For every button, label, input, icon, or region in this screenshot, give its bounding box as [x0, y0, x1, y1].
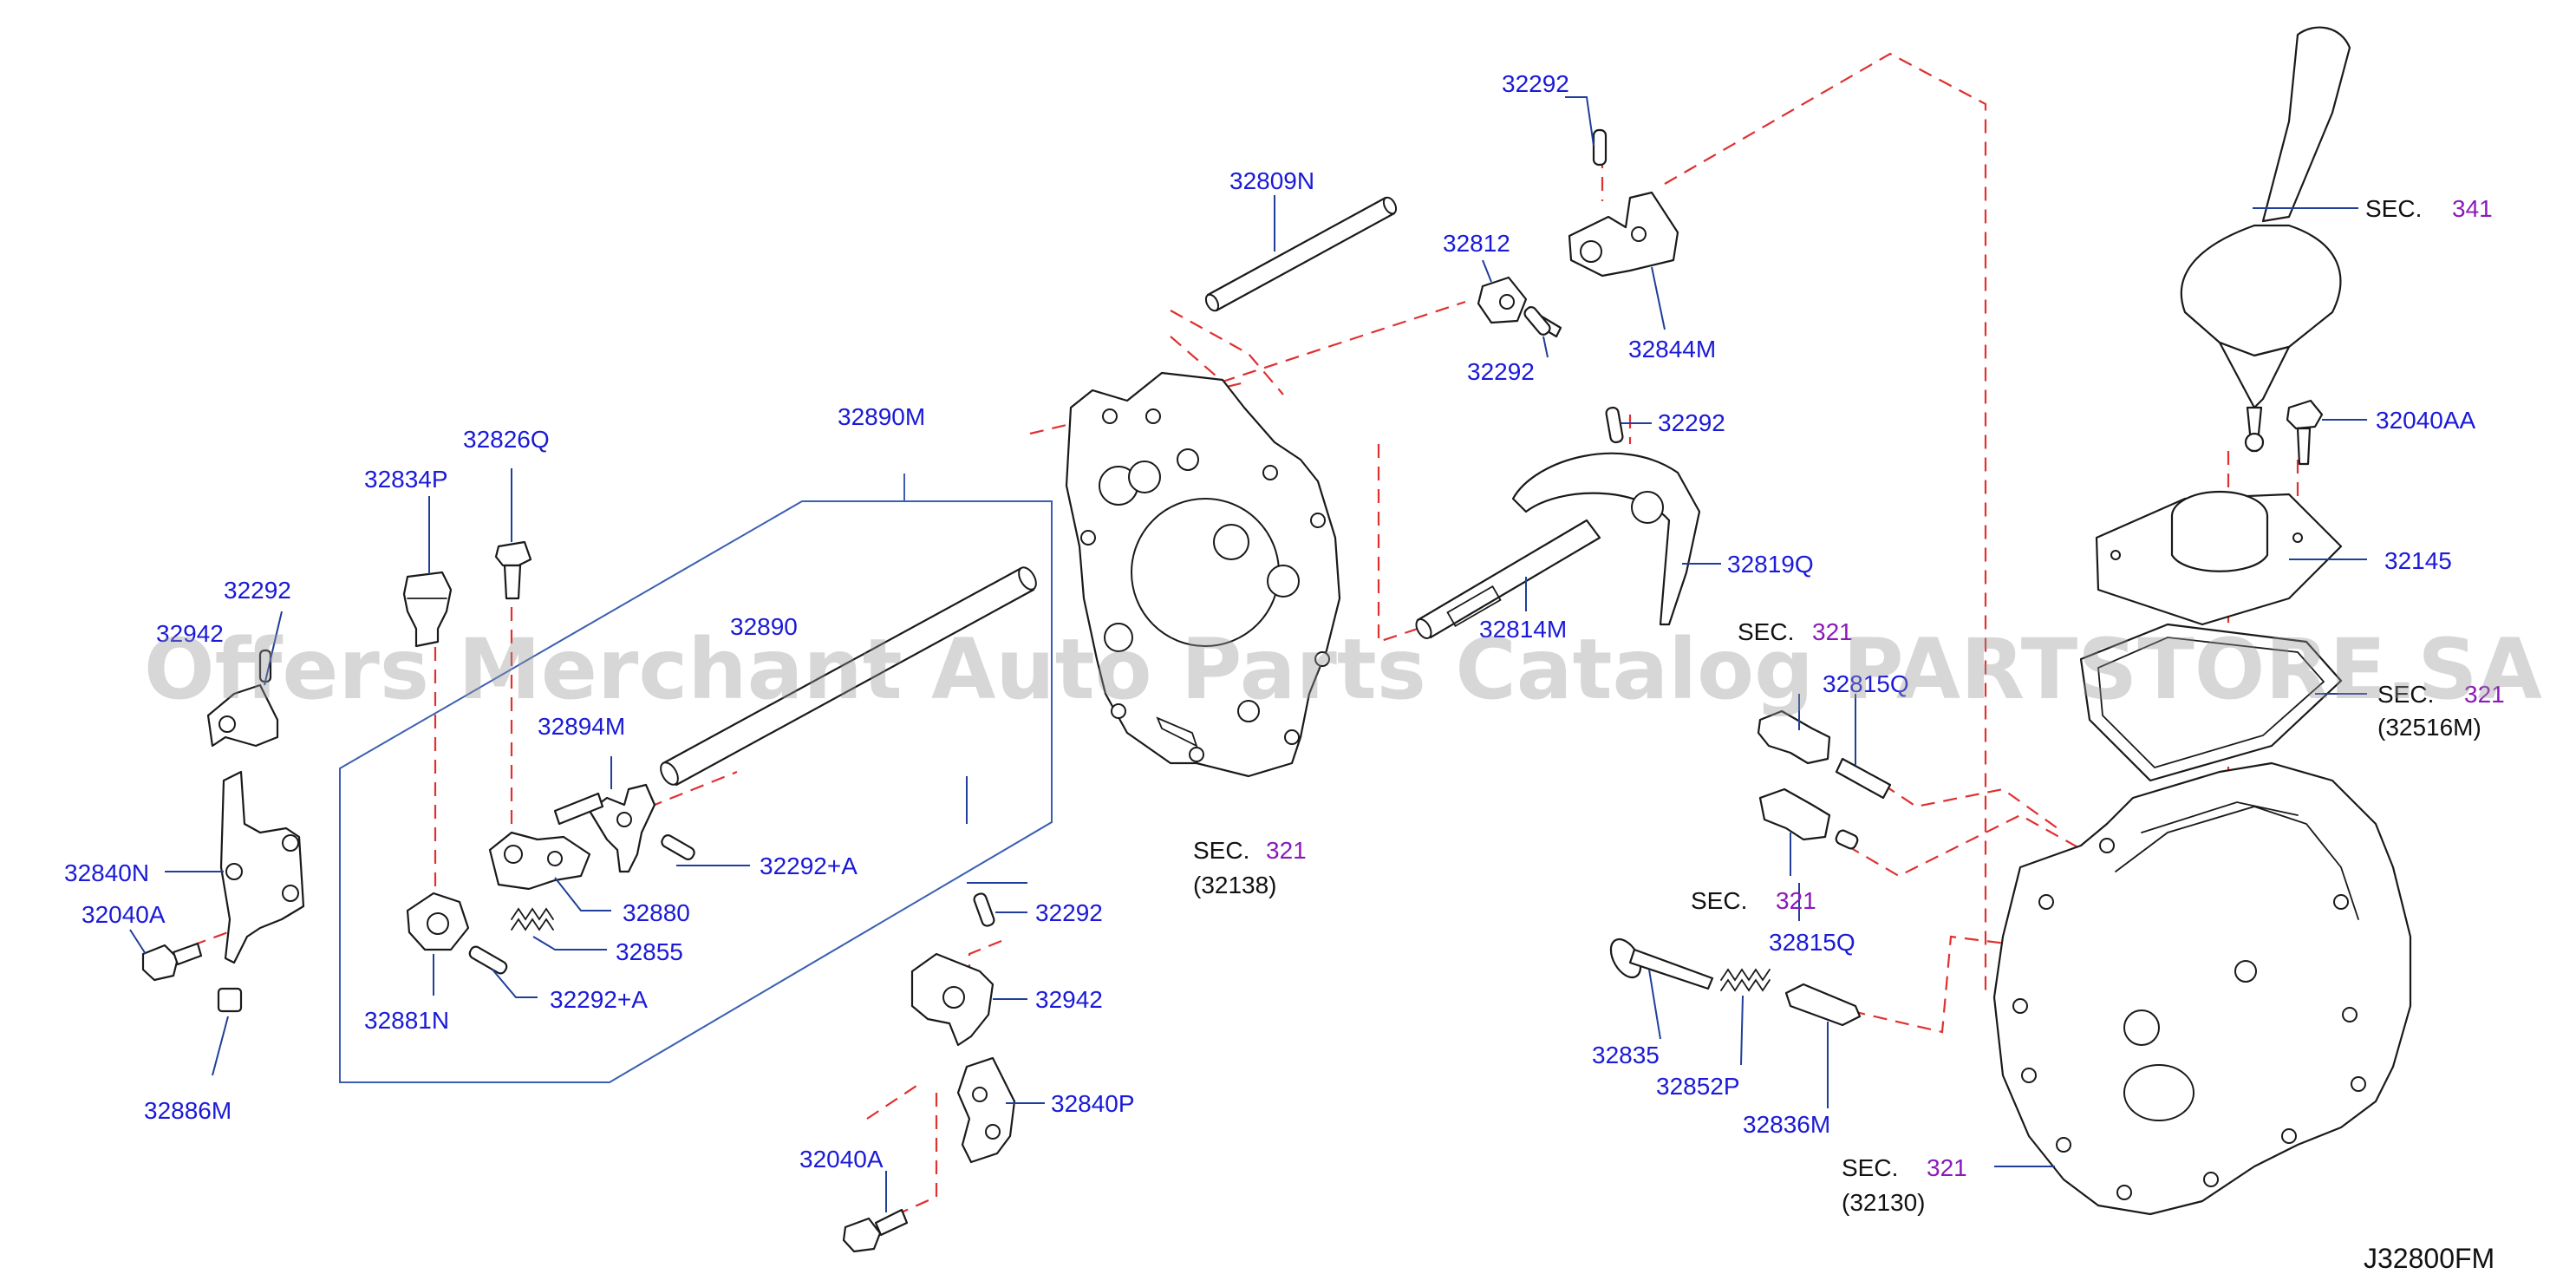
sec-number-321-c: 321: [2464, 681, 2505, 708]
lever-32840n: [219, 770, 305, 964]
label-32881n: 32881N: [364, 1007, 449, 1034]
label-32040a-left: 32040A: [82, 901, 166, 928]
bolt-32040aa: [2286, 399, 2324, 466]
spring-32852p: [1720, 968, 1771, 992]
label-32516m: (32516M): [2377, 714, 2481, 741]
spring-32855: [511, 907, 554, 931]
part-labels: 32292 32809N 32812 32292 32844M 32292 32…: [64, 70, 2481, 1173]
transmission-case-32130: [1992, 761, 2412, 1216]
shift-fork-32819q: [1511, 452, 1701, 626]
group-bracket-32890m: [339, 500, 1053, 1083]
label-32890: 32890: [730, 613, 798, 640]
label-32812: 32812: [1443, 230, 1510, 257]
label-32819q: 32819Q: [1727, 551, 1814, 578]
label-32852p: 32852P: [1656, 1073, 1740, 1100]
bolt-32040a-left: [141, 942, 203, 982]
collar-32881n: [406, 892, 470, 951]
sec-number-321-e: 321: [1927, 1154, 1967, 1181]
label-32844m: 32844M: [1628, 336, 1716, 363]
adapter-plate-32138: [1065, 371, 1341, 778]
label-32292-left: 32292: [224, 577, 291, 604]
label-32809n: 32809N: [1229, 167, 1314, 194]
sec-sub-32138: (32138): [1193, 872, 1277, 898]
bolt-32826q: [494, 540, 532, 600]
sec-prefix-e: SEC.: [1842, 1154, 1898, 1181]
shift-lever-341: [2180, 26, 2351, 453]
switch-32815q-upper: [1757, 709, 1892, 800]
lever-32840p: [956, 1056, 1016, 1164]
label-32886m: 32886M: [144, 1097, 232, 1124]
sec-sub-32130: (32130): [1842, 1189, 1926, 1216]
label-32840p: 32840P: [1051, 1090, 1135, 1117]
section-references: SEC. 341 SEC. 321 (32138) SEC. 321 SEC. …: [1193, 195, 2505, 1216]
sec-prefix-a: SEC.: [1193, 837, 1249, 864]
leader-lines: [129, 96, 2367, 1212]
label-32292-mid: 32292: [1035, 899, 1103, 926]
plug-32834p: [402, 571, 453, 648]
label-32815q: 32815Q: [1769, 929, 1855, 956]
plunger-32836m: [1784, 983, 1862, 1027]
label-32942-left: 32942: [156, 620, 224, 647]
arm-32894m: [553, 783, 656, 873]
label-32145: 32145: [2384, 547, 2452, 574]
bracket-32880: [488, 831, 591, 891]
label-32292-b: 32292: [1467, 358, 1535, 385]
label-32040a-bottom: 32040A: [799, 1146, 884, 1173]
label-32292-c: 32292: [1658, 409, 1725, 436]
pin-32292-top: [1592, 128, 1608, 167]
label-32815q-top: 32815Q: [1823, 670, 1909, 697]
pin-32292-mid: [973, 892, 995, 927]
pin-32292-b: [1523, 306, 1551, 336]
block-32942-left: [206, 649, 279, 748]
label-32040aa: 32040AA: [2376, 407, 2476, 434]
watermark: Offers Merchant Auto Parts Catalog PARTS…: [144, 621, 2542, 718]
block-32942: [910, 952, 995, 1047]
sec-number-321-a: 321: [1266, 837, 1307, 864]
pin-32292-c: [1605, 406, 1624, 444]
bolt-32040a-bottom: [842, 1208, 909, 1253]
label-32826q: 32826Q: [463, 426, 550, 453]
label-32942: 32942: [1035, 986, 1103, 1013]
pad-32886m: [217, 987, 243, 1013]
sec-prefix-c: SEC.: [2377, 681, 2434, 708]
sec-number-321-d: 321: [1776, 887, 1816, 914]
label-32894m: 32894M: [538, 713, 625, 740]
label-32836m: 32836M: [1743, 1111, 1830, 1138]
label-32834p: 32834P: [364, 466, 448, 493]
sec-prefix-b: SEC.: [1738, 618, 1794, 645]
pin-32292a-a: [661, 834, 695, 860]
plunger-32835: [1609, 937, 1714, 990]
gasket-32516m: [2079, 623, 2343, 782]
sec-number-321-b: 321: [1812, 618, 1853, 645]
label-32292-top: 32292: [1502, 70, 1569, 97]
label-32840n: 32840N: [64, 859, 149, 886]
label-32855: 32855: [616, 938, 683, 965]
label-32292a-b: 32292+A: [550, 986, 648, 1013]
pin-32292a-b: [468, 945, 508, 975]
sec-prefix-341: SEC.: [2365, 195, 2422, 222]
figure-id: J32800FM: [2364, 1243, 2494, 1274]
label-32292a-a: 32292+A: [760, 853, 858, 879]
label-32890m: 32890M: [838, 403, 925, 430]
label-32880: 32880: [623, 899, 690, 926]
shift-rod-32814m: [1415, 519, 1601, 639]
sec-prefix-d: SEC.: [1691, 887, 1747, 914]
sec-number-341: 341: [2452, 195, 2493, 222]
shift-fork-end-32844m: [1568, 191, 1679, 278]
cover-32145: [2095, 490, 2343, 626]
label-32835: 32835: [1592, 1042, 1660, 1068]
shift-rod-32809n: [1204, 196, 1398, 312]
shift-rod-32890: [660, 566, 1037, 787]
switch-32815q-lower: [1758, 787, 1859, 850]
label-32814m: 32814M: [1479, 616, 1567, 643]
